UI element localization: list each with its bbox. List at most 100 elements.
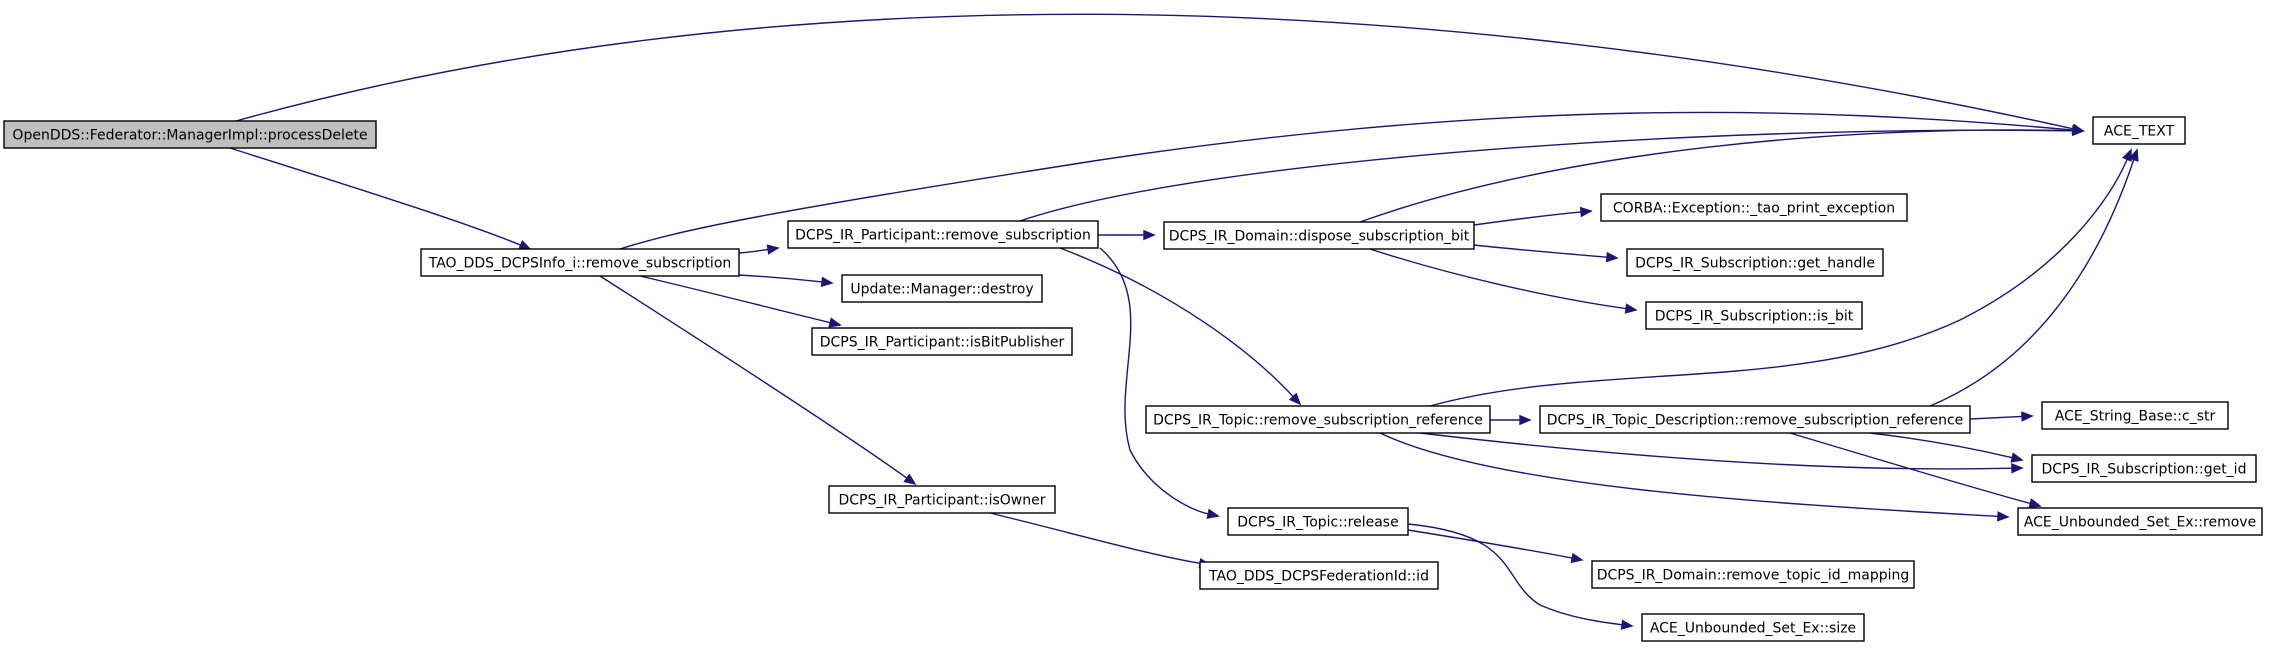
edge-part_remove_sub-to-domain_dispose [1098,229,1156,241]
node-label: DCPS_IR_Participant::remove_subscription [795,228,1091,244]
node-box[interactable] [1199,561,1439,590]
edge-line [1869,432,2013,459]
edge-line [1379,432,1999,518]
node-part_isowner[interactable]: DCPS_IR_Participant::isOwner [828,485,1056,514]
node-box[interactable] [1626,248,1884,277]
edge-topicdesc_remove_ref-to-set_remove [1789,432,2042,509]
edge-line [1429,158,2128,407]
node-box[interactable] [3,120,377,149]
node-box[interactable] [828,485,1056,514]
node-box[interactable] [1227,507,1409,536]
node-processDelete[interactable]: OpenDDS::Federator::ManagerImpl::process… [3,120,377,149]
node-box[interactable] [1645,301,1863,330]
edge-line [1419,432,2013,470]
edge-tao_remove_sub-to-part_isowner [599,275,917,486]
edge-domain_dispose-to-sub_get_handle [1473,244,1619,263]
node-box[interactable] [1641,613,1865,642]
node-ace_cstr[interactable]: ACE_String_Base::c_str [2041,401,2229,430]
arrowhead-icon [2072,125,2085,136]
edge-topic_remove_ref-to-topicdesc_remove_ref [1489,414,1532,426]
edge-line [639,275,831,324]
edge-topic_remove_ref-to-ace_text [1429,148,2132,407]
node-domain_dispose[interactable]: DCPS_IR_Domain::dispose_subscription_bit [1163,221,1475,250]
node-topicdesc_remove_ref[interactable]: DCPS_IR_Topic_Description::remove_subscr… [1539,405,1971,434]
node-label: ACE_Unbounded_Set_Ex::size [1650,621,1856,637]
edge-line [738,248,769,254]
arrowhead-icon [1579,206,1593,218]
arrowhead-icon [1288,392,1302,406]
edges-layer [229,13,2139,630]
arrowhead-icon [518,240,532,250]
edge-domain_dispose-to-sub_is_bit [1369,248,1638,314]
edge-part_remove_sub-to-ace_text [1019,125,2085,222]
node-label: OpenDDS::Federator::ManagerImpl::process… [12,128,367,144]
node-box[interactable] [811,327,1073,356]
node-sub_is_bit[interactable]: DCPS_IR_Subscription::is_bit [1645,301,1863,330]
arrowhead-icon [1519,414,1532,426]
edge-line [1099,247,1209,515]
node-ace_text[interactable]: ACE_TEXT [2092,116,2186,145]
node-label: TAO_DDS_DCPSFederationId::id [1208,569,1429,585]
node-domain_remove_topic[interactable]: DCPS_IR_Domain::remove_topic_id_mapping [1591,560,1915,589]
node-box[interactable] [1163,221,1475,250]
node-label: DCPS_IR_Domain::remove_topic_id_mapping [1597,568,1910,584]
node-set_remove[interactable]: ACE_Unbounded_Set_Ex::remove [2017,507,2263,536]
edge-topicdesc_remove_ref-to-sub_get_id [1869,432,2024,463]
arrowhead-icon [1570,552,1584,564]
node-box[interactable] [1539,405,1971,434]
edge-line [1473,211,1582,226]
edge-line [1789,432,2031,505]
edge-processDelete-to-ace_text [235,13,2085,134]
arrowhead-icon [820,276,834,288]
node-label: DCPS_IR_Subscription::is_bit [1655,309,1854,325]
node-box[interactable] [2017,507,2263,536]
node-label: TAO_DDS_DCPSInfo_i::remove_subscription [428,256,732,272]
node-corba_print[interactable]: CORBA::Exception::_tao_print_exception [1600,193,1908,222]
node-sub_get_handle[interactable]: DCPS_IR_Subscription::get_handle [1626,248,1884,277]
node-sub_get_id[interactable]: DCPS_IR_Subscription::get_id [2031,454,2257,483]
edge-part_remove_sub-to-topic_release [1099,247,1220,519]
arrowhead-icon [1206,508,1220,519]
node-box[interactable] [1591,560,1915,589]
node-box[interactable] [2041,401,2229,430]
edge-tao_remove_sub-to-part_isbitpub [639,275,842,328]
edge-topic_remove_ref-to-set_remove [1379,432,2010,522]
node-label: ACE_Unbounded_Set_Ex::remove [2024,515,2256,531]
arrowhead-icon [1624,303,1638,314]
nodes-layer: OpenDDS::Federator::ManagerImpl::process… [3,116,2263,642]
edge-tao_remove_sub-to-part_remove_sub [738,244,780,255]
arrowhead-icon [2010,452,2024,463]
node-fed_id[interactable]: TAO_DDS_DCPSFederationId::id [1199,561,1439,590]
node-update_destroy[interactable]: Update::Manager::destroy [841,274,1043,303]
node-box[interactable] [787,220,1099,249]
edge-line [1369,248,1627,310]
edge-topic_remove_ref-to-sub_get_id [1419,432,2024,474]
node-part_isbitpub[interactable]: DCPS_IR_Participant::isBitPublisher [811,327,1073,356]
edge-line [1407,523,1623,626]
node-set_size[interactable]: ACE_Unbounded_Set_Ex::size [1641,613,1865,642]
node-label: Update::Manager::destroy [850,282,1033,298]
edge-domain_dispose-to-ace_text [1359,125,2085,223]
node-topic_remove_ref[interactable]: DCPS_IR_Topic::remove_subscription_refer… [1145,405,1491,434]
edge-topicdesc_remove_ref-to-ace_cstr [1969,411,2034,422]
node-box[interactable] [420,248,740,277]
node-label: DCPS_IR_Subscription::get_handle [1635,256,1875,272]
edge-line [738,274,823,283]
edge-line [1359,129,2074,223]
edge-topic_release-to-domain_remove_topic [1407,529,1584,564]
node-box[interactable] [1600,193,1908,222]
node-label: ACE_String_Base::c_str [2055,409,2216,425]
arrowhead-icon [1997,511,2010,522]
node-box[interactable] [1145,405,1491,434]
node-box[interactable] [2092,116,2186,145]
node-part_remove_sub[interactable]: DCPS_IR_Participant::remove_subscription [787,220,1099,249]
node-box[interactable] [841,274,1043,303]
edge-line [235,13,2074,130]
node-box[interactable] [2031,454,2257,483]
edge-domain_dispose-to-corba_print [1473,206,1593,226]
node-topic_release[interactable]: DCPS_IR_Topic::release [1227,507,1409,536]
arrowhead-icon [2122,148,2132,162]
node-tao_remove_sub[interactable]: TAO_DDS_DCPSInfo_i::remove_subscription [420,248,740,277]
edge-line [1019,129,2074,222]
